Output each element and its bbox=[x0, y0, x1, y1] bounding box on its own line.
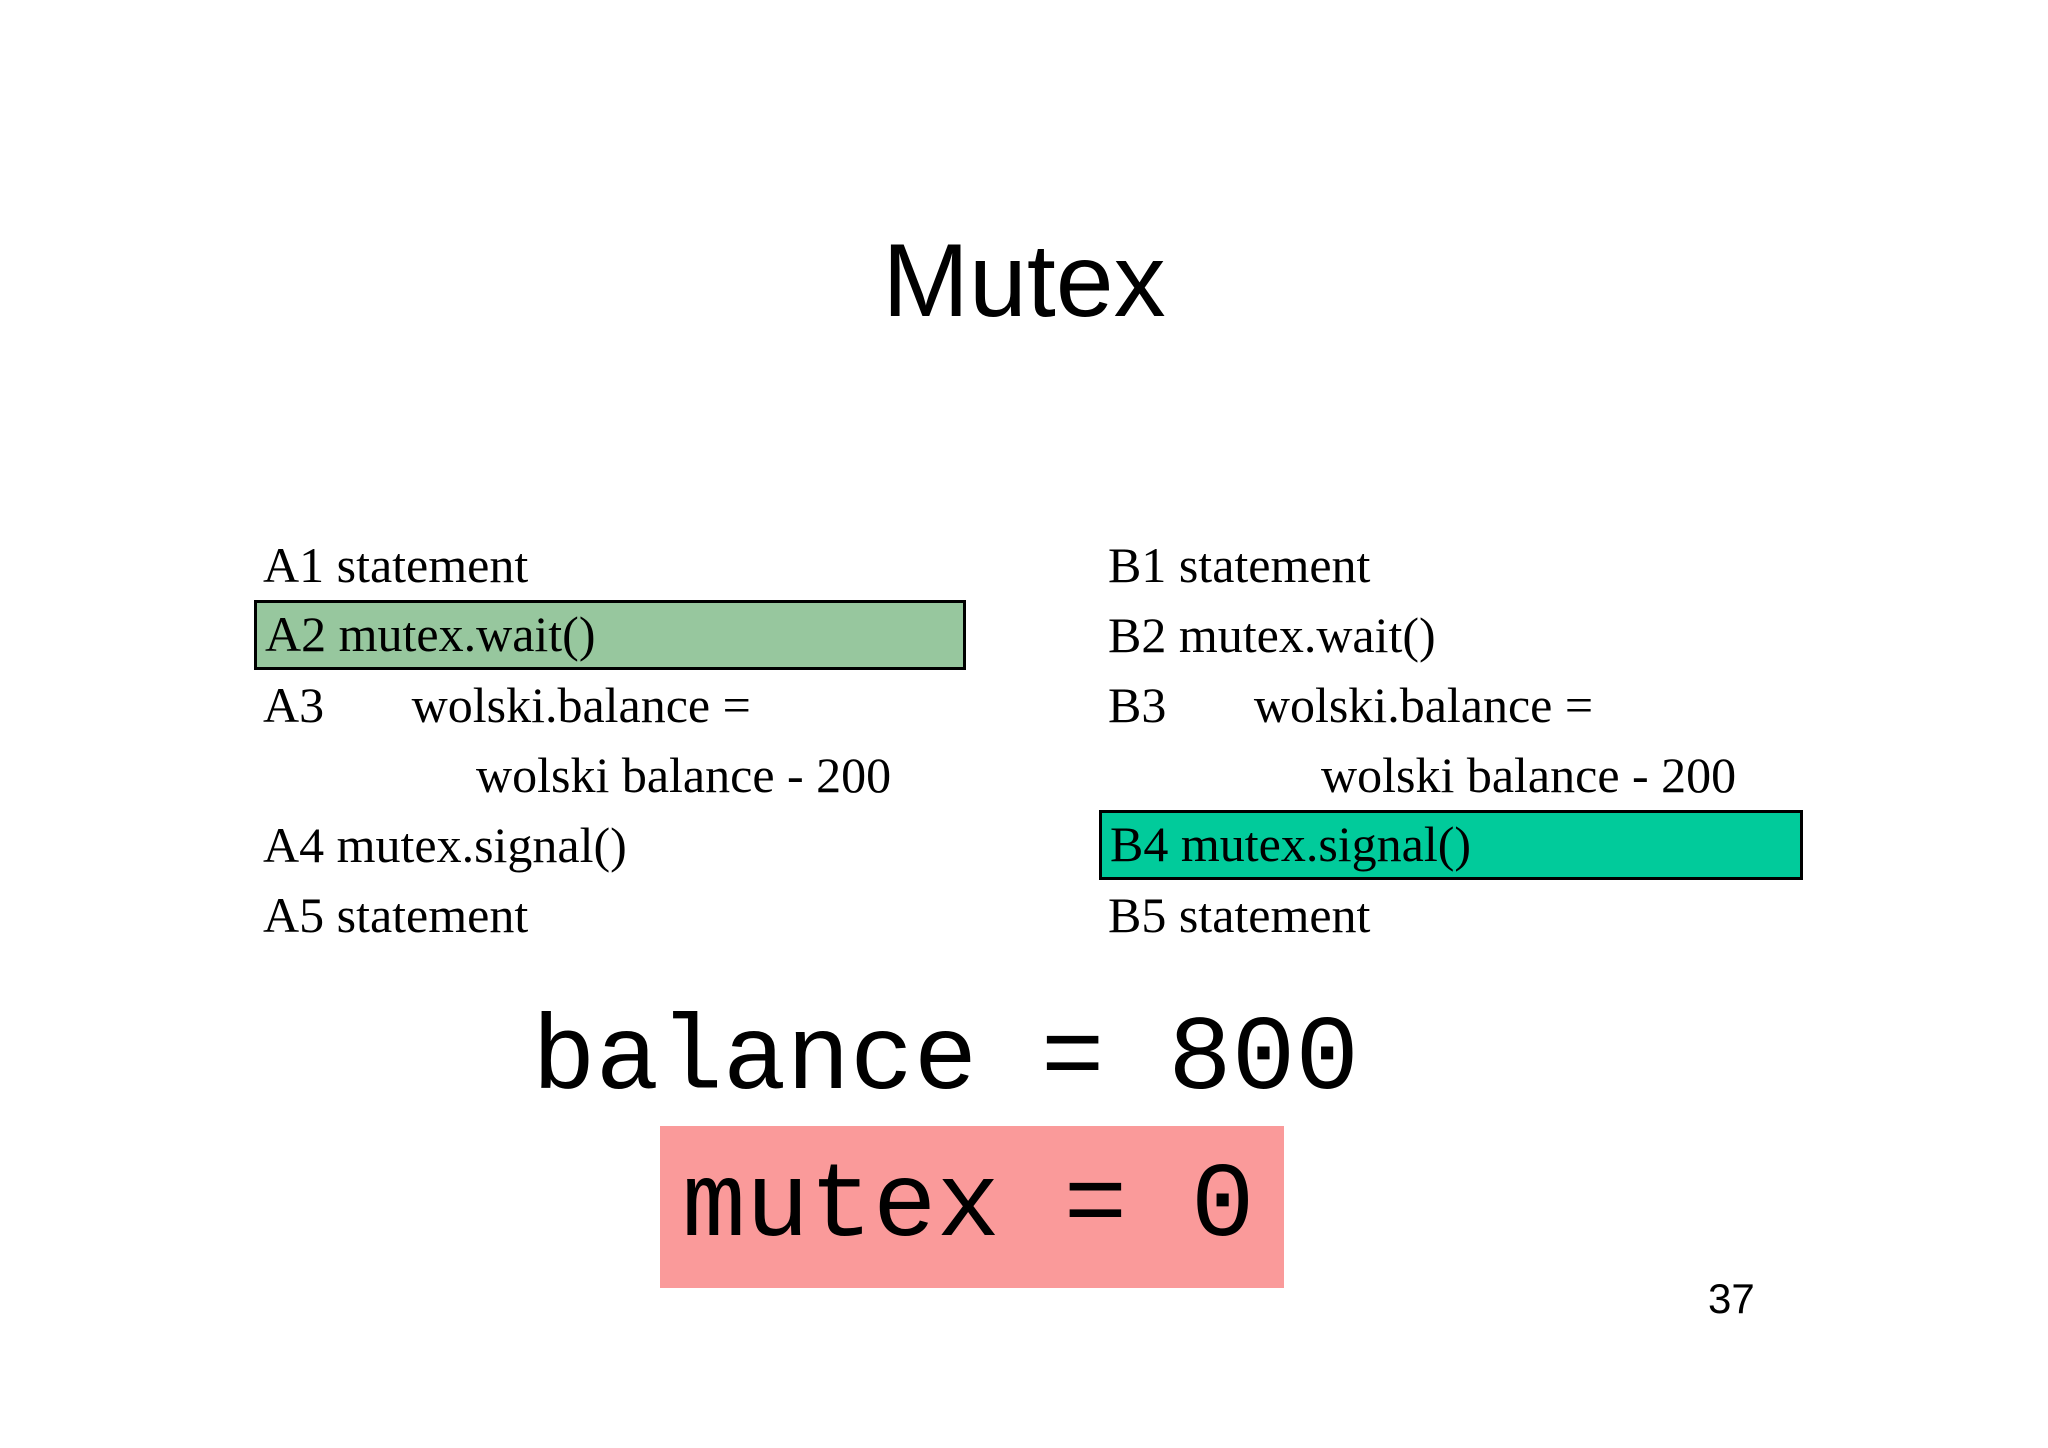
code-line-b5: B5 statement bbox=[1108, 887, 1371, 943]
mutex-state-highlight-box: mutex = 0 bbox=[660, 1126, 1284, 1288]
code-line-b4-highlight-box: B4 mutex.signal() bbox=[1099, 810, 1803, 880]
code-line-a4: A4 mutex.signal() bbox=[263, 817, 627, 873]
code-line-a3-continuation: wolski balance - 200 bbox=[476, 747, 892, 803]
page-number: 37 bbox=[1708, 1275, 1755, 1322]
code-line-b3: B3 wolski.balance = bbox=[1108, 677, 1594, 733]
code-line-a2-highlight-box: A2 mutex.wait() bbox=[254, 600, 966, 670]
program-b-column: B1 statement B2 mutex.wait() B3 wolski.b… bbox=[1099, 530, 1803, 950]
program-a-column: A1 statement A2 mutex.wait() A3 wolski.b… bbox=[254, 530, 966, 950]
code-line-a1: A1 statement bbox=[263, 537, 529, 593]
code-line-b2: B2 mutex.wait() bbox=[1108, 607, 1436, 663]
code-line-b1: B1 statement bbox=[1108, 537, 1371, 593]
mutex-state-text: mutex = 0 bbox=[682, 1147, 1255, 1267]
slide-title: Mutex bbox=[882, 223, 1166, 339]
balance-state-text: balance = 800 bbox=[532, 1000, 1359, 1120]
code-line-b3-continuation: wolski balance - 200 bbox=[1321, 747, 1737, 803]
code-line-a3: A3 wolski.balance = bbox=[263, 677, 751, 733]
code-line-a5: A5 statement bbox=[263, 887, 529, 943]
